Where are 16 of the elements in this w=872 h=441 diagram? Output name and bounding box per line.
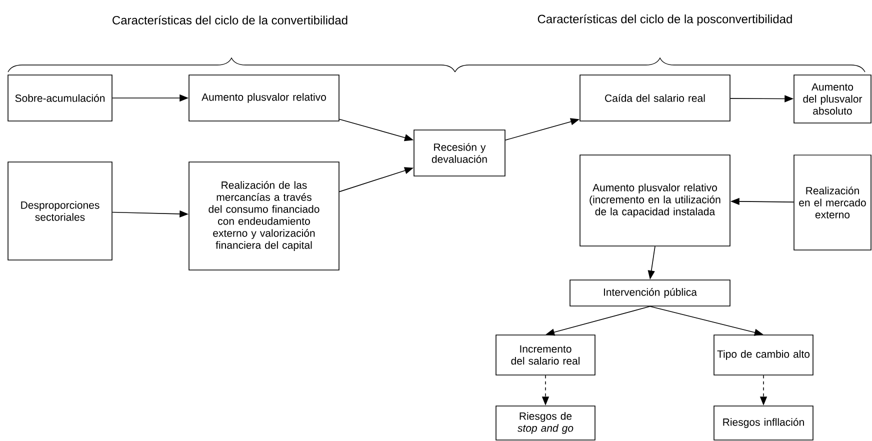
- process-box: Realización de las mercancías a través del consumo financiado con endeudamiento externo y valorización financiera del capital: [188, 162, 340, 270]
- process-box: Caída del salario real: [580, 74, 730, 122]
- process-box: Tipo de cambio alto: [714, 334, 814, 376]
- process-box: Intervención pública: [570, 280, 730, 306]
- process-box: Aumento plusvalor relativo (incremento en la utilización de la capacidad instalada: [580, 154, 730, 246]
- process-box: Recesión y devaluación: [414, 130, 506, 176]
- process-box: Sobre-acumulación: [8, 74, 112, 122]
- process-box: Riesgos infllación: [714, 406, 814, 440]
- process-box: Aumento del plusvalor absoluto: [794, 74, 872, 124]
- process-box: Aumento plusvalor relativo: [188, 74, 340, 122]
- section-heading: Características del ciclo de la convertibilidad: [112, 16, 348, 24]
- process-box: Desproporciones sectoriales: [8, 162, 112, 260]
- section-heading: Características del ciclo de la posconvertibilidad: [538, 14, 792, 26]
- process-box: Riesgos de stop and go: [496, 406, 596, 440]
- process-box: Incremento del salario real: [496, 334, 596, 376]
- process-box: Realización en el mercado externo: [794, 154, 872, 250]
